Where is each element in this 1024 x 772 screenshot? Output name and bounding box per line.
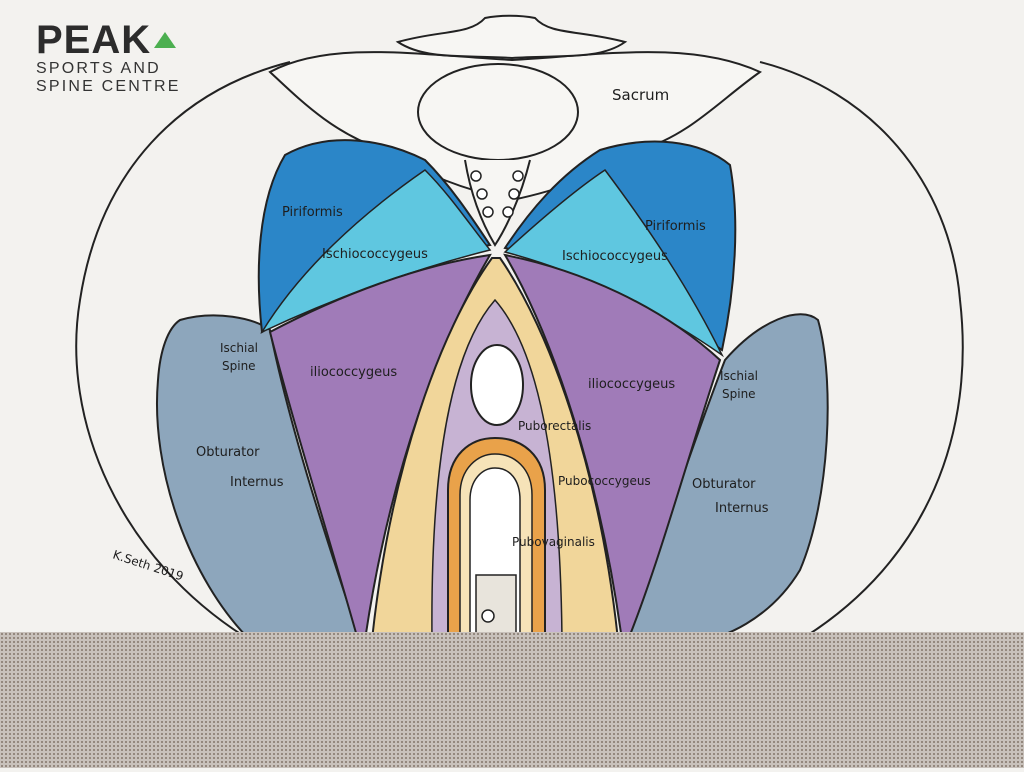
peak-logo: PEAK SPORTS AND SPINE CENTRE (36, 20, 186, 96)
logo-line-1: SPORTS AND (36, 60, 161, 77)
anal-opening (470, 344, 524, 426)
label-puborectalis: Puborectalis (518, 419, 591, 433)
label-ischial-spine-right-2: Spine (722, 387, 756, 401)
label-ischiococcygeus-right: Ischiococcygeus (562, 249, 668, 264)
label-obturator-right-2: Internus (715, 501, 769, 516)
label-ischiococcygeus-left: Ischiococcygeus (322, 247, 428, 262)
sacral-body (417, 63, 579, 161)
label-obturator-left-2: Internus (230, 475, 284, 490)
label-pubovaginalis: Pubovaginalis (512, 535, 595, 549)
label-pubococcygeus: Pubococcygeus (558, 474, 651, 488)
label-piriformis-left: Piriformis (282, 205, 343, 220)
label-ischial-spine-right-1: Ischial (720, 369, 758, 383)
label-sacrum: Sacrum (612, 86, 669, 104)
logo-brand: PEAK (36, 18, 152, 62)
label-obturator-left-1: Obturator (196, 445, 260, 460)
signature: K.Seth 2019 (111, 548, 185, 584)
coccyx-segments (470, 170, 524, 218)
label-ischial-spine-left-1: Ischial (220, 341, 258, 355)
dotted-footer-band (0, 632, 1024, 768)
label-iliococcygeus-right: iliococcygeus (588, 377, 675, 392)
label-iliococcygeus-left: iliococcygeus (310, 365, 397, 380)
label-piriformis-right: Piriformis (645, 219, 706, 234)
logo-line-2: SPINE CENTRE (36, 78, 181, 95)
sacrum-top (395, 14, 628, 60)
urethra (475, 574, 517, 641)
label-ischial-spine-left-2: Spine (222, 359, 256, 373)
logo-triangle-icon (154, 32, 176, 48)
urethral-opening (481, 609, 495, 623)
pelvis-outline (75, 61, 964, 641)
label-obturator-right-1: Obturator (692, 477, 756, 492)
coccyx (464, 159, 531, 247)
